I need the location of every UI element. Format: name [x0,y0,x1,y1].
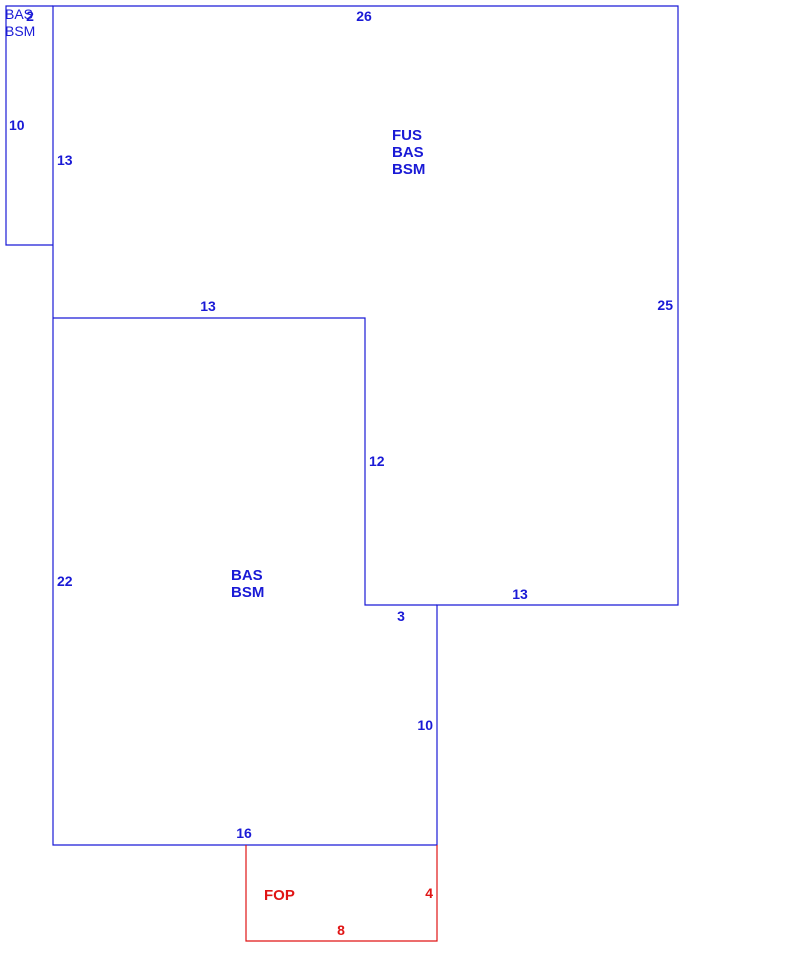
dimension-small-top: 2 [26,8,34,24]
dimension-porch-side: 4 [425,885,433,901]
porch-outline [245,845,438,942]
section-divider-line [53,317,437,606]
dimension-notch-side: 10 [417,717,433,733]
dimension-lower-left: 22 [57,573,73,589]
dimension-step-top: 13 [200,298,216,314]
dimension-upper-top: 26 [356,8,372,24]
porch-area-label: FOP [264,887,295,904]
upper-main-label-line-2: BAS [392,144,424,161]
dimension-upper-left: 13 [57,152,73,168]
dimension-porch-bottom: 8 [337,922,345,938]
dimension-lower-bottom: 16 [236,825,252,841]
upper-main-area-label: FUS BAS BSM [392,127,428,178]
dimension-upper-right: 25 [657,297,673,313]
lower-main-label-line-2: BSM [231,584,264,601]
small-addition-label-line-2: BSM [5,23,35,39]
dimension-small-side: 10 [9,117,25,133]
small-addition-label-line-1: BAS [5,6,33,22]
upper-main-label-line-1: FUS [392,127,422,144]
small-addition-label: BAS BSM [5,6,37,39]
small-addition-outline [5,5,53,246]
dimension-step-vertical: 12 [369,453,385,469]
dimension-inner-bottom: 13 [512,586,528,602]
lower-main-label-line-1: BAS [231,567,263,584]
lower-main-area-label: BAS BSM [231,567,267,601]
dimension-notch-top: 3 [397,608,405,624]
upper-main-label-line-3: BSM [392,161,425,178]
